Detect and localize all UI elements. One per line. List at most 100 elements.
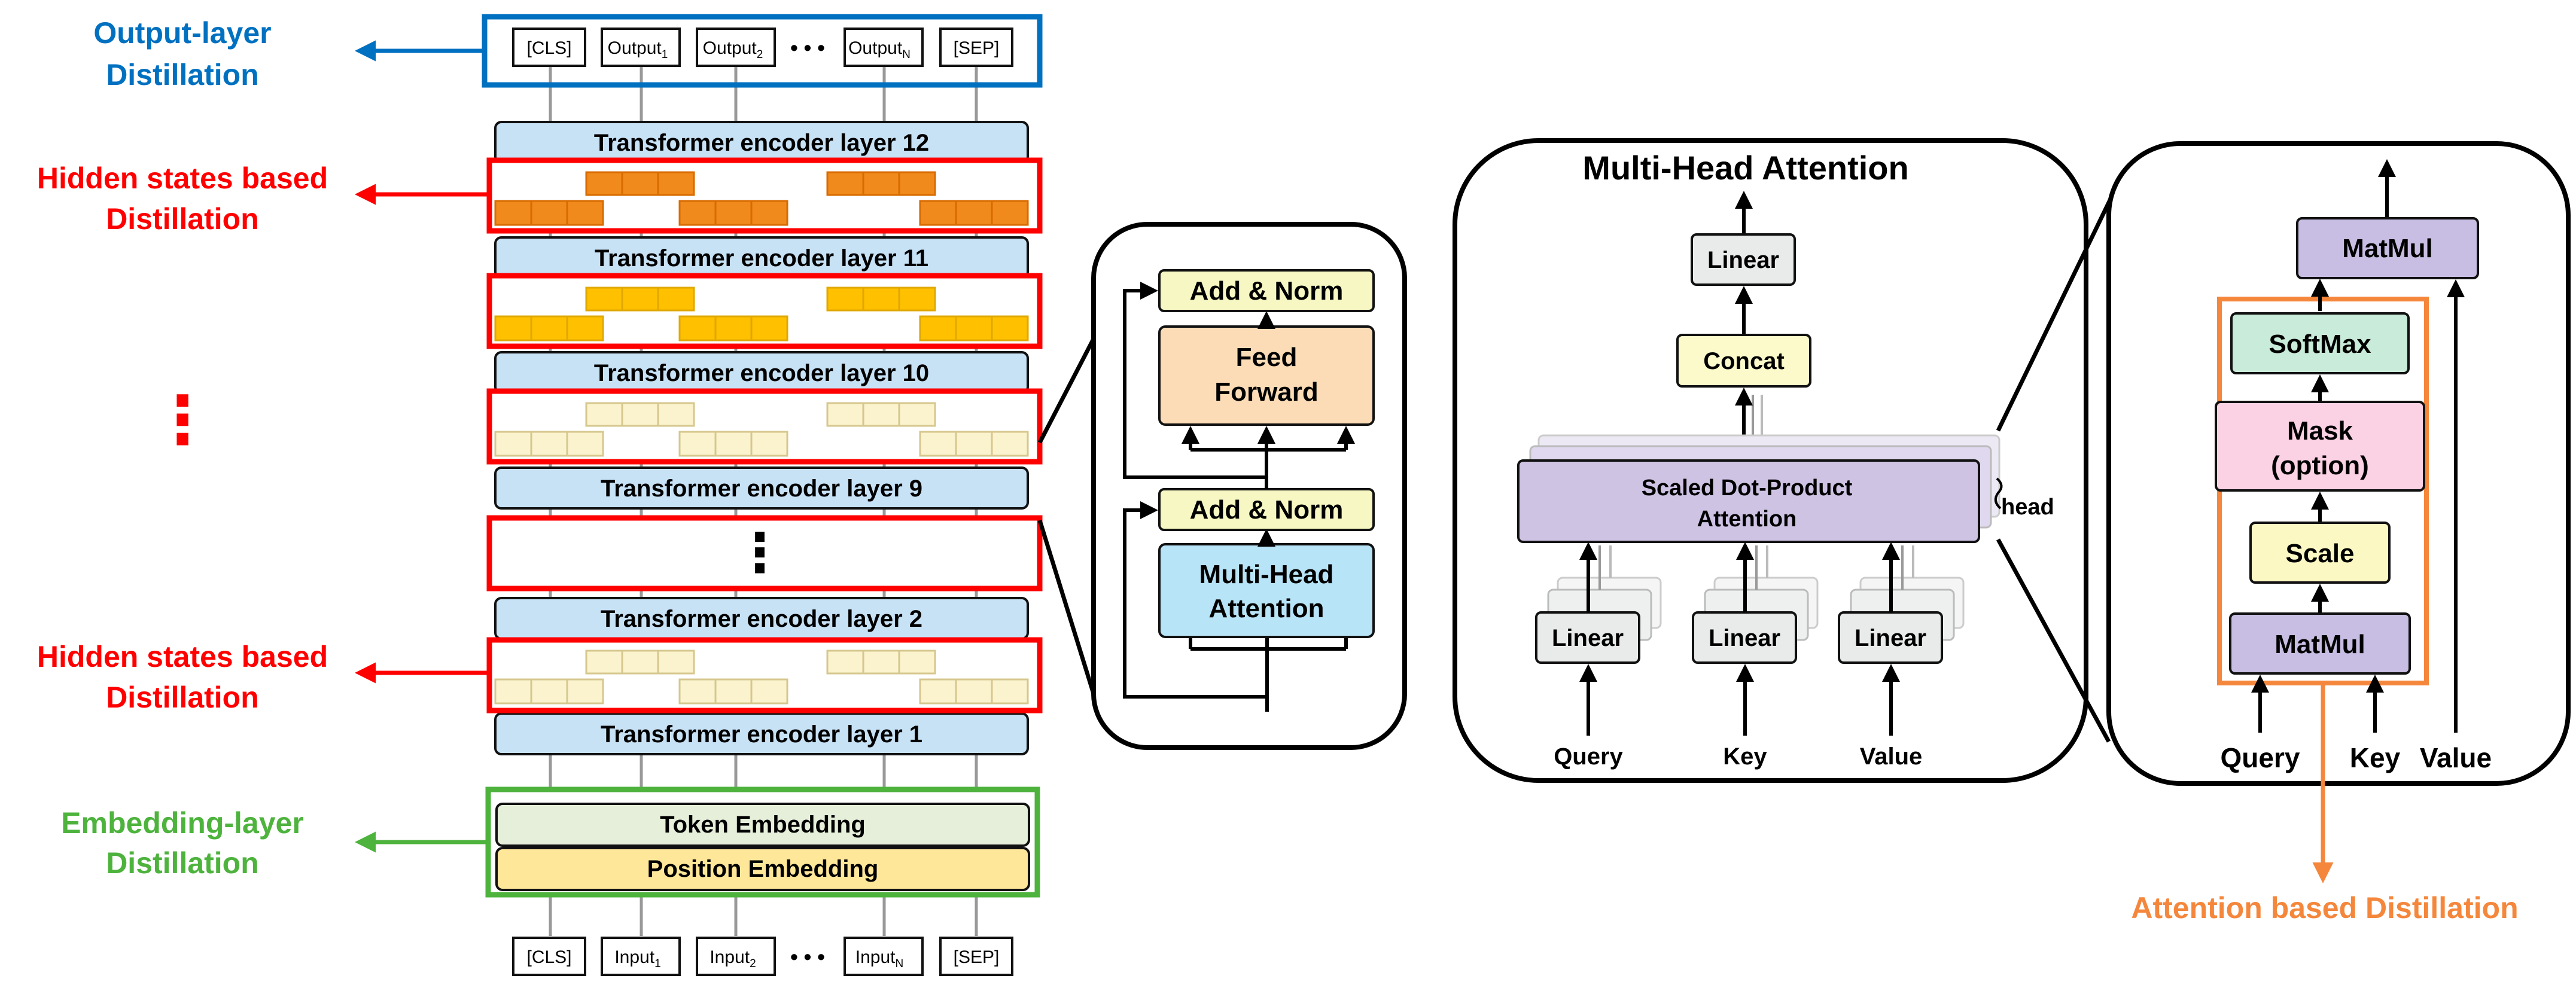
svg-text:Hidden states based: Hidden states based <box>37 161 328 195</box>
mha-input-key: Key <box>1723 743 1767 770</box>
add-norm-upper <box>1158 269 1375 312</box>
encoder-layer-9: Transformer encoder layer 9 <box>494 467 1029 510</box>
svg-text:Linear: Linear <box>1855 625 1926 651</box>
sdpa-input-query: Query <box>2221 742 2300 773</box>
hidden-states-12 <box>486 157 1043 234</box>
input-token-cls-label: [CLS] <box>526 947 571 967</box>
input-token-sep-label: [SEP] <box>954 947 1000 967</box>
output-distillation-label: Output-layer Distillation <box>93 16 482 92</box>
svg-text:Distillation: Distillation <box>106 681 259 714</box>
svg-text:(option): (option) <box>2271 451 2369 480</box>
svg-text:MatMul: MatMul <box>2342 234 2433 263</box>
svg-text:MatMul: MatMul <box>2274 630 2365 659</box>
output-token-ellipsis: • • • <box>790 35 825 60</box>
input-token-2-label: Input2 <box>710 947 756 970</box>
svg-text:Linear: Linear <box>1709 625 1780 651</box>
sdpa-panel: MatMul SoftMax Mask (option) Scale MatMu… <box>2106 141 2571 786</box>
svg-text:Hidden states based: Hidden states based <box>37 640 328 673</box>
embedding-layer: Token Embedding Position Embedding <box>485 786 1040 898</box>
feed-forward-sublayer <box>1158 325 1375 426</box>
mha-linear-query: Linear <box>1535 542 1662 736</box>
svg-text:Transformer encoder layer 11: Transformer encoder layer 11 <box>595 245 928 272</box>
zoom-line-sdpa-bottom <box>1996 538 2111 743</box>
position-embedding <box>495 847 1030 891</box>
mha-panel: Multi-Head Attention Linear Concat Scale… <box>1453 138 2088 783</box>
output-layer-distillation-box <box>482 14 1043 88</box>
hidden-distillation-label-top: Hidden states based Distillation <box>37 161 488 236</box>
mha-output-linear <box>1691 233 1796 286</box>
hidden-states-10 <box>486 388 1043 465</box>
token-embedding <box>495 803 1030 847</box>
svg-text:Distillation: Distillation <box>106 202 259 236</box>
svg-text:Forward: Forward <box>1214 377 1319 407</box>
svg-text:Linear: Linear <box>1552 625 1624 651</box>
svg-text:Embedding-layer: Embedding-layer <box>61 806 304 840</box>
sdpa-input-key: Key <box>2350 742 2401 773</box>
svg-text:Linear: Linear <box>1707 247 1779 273</box>
output-token-2-label: Output2 <box>703 38 763 61</box>
svg-text:Scaled Dot-Product: Scaled Dot-Product <box>1642 475 1853 501</box>
sdpa-input-value: Value <box>2420 742 2492 773</box>
input-token-ellipsis: • • • <box>790 944 825 969</box>
output-token-cls-label: [CLS] <box>526 38 571 58</box>
encoder-block-detail: Multi-Head Attention Add & Norm Feed For… <box>1091 222 1407 750</box>
embedding-distillation-label: Embedding-layer Distillation <box>61 806 486 880</box>
svg-text:Transformer encoder layer 10: Transformer encoder layer 10 <box>594 360 929 386</box>
encoder-layer-2: Transformer encoder layer 2 <box>494 597 1029 640</box>
output-token-sep <box>939 28 1013 67</box>
svg-text:Transformer encoder layer 2: Transformer encoder layer 2 <box>601 606 922 632</box>
zoom-line-encoder-bottom <box>1037 519 1096 695</box>
encoder-layer-12: Transformer encoder layer 12 <box>494 121 1029 164</box>
encoder-layer-11: Transformer encoder layer 11 <box>494 236 1029 279</box>
input-token-row: [CLS] Input1 Input2 • • • InputN [SEP] <box>512 937 1013 976</box>
svg-text:Attention: Attention <box>1208 594 1324 623</box>
input-token-n-label: InputN <box>855 947 903 970</box>
svg-text:Transformer encoder layer 12: Transformer encoder layer 12 <box>594 130 929 156</box>
zoom-line-sdpa-top <box>1996 190 2117 432</box>
hidden-states-2 <box>486 637 1043 714</box>
mha-input-value: Value <box>1860 743 1923 770</box>
mha-linear-key: Linear <box>1692 542 1819 736</box>
svg-text:Multi-Head: Multi-Head <box>1199 560 1334 589</box>
sdpa-matmul-top <box>2296 217 2479 279</box>
encoder-layer-10: Transformer encoder layer 10 <box>494 351 1029 394</box>
mha-panel-title: Multi-Head Attention <box>1582 149 1908 187</box>
sdpa-matmul-bottom <box>2229 612 2411 675</box>
output-token-sep-label: [SEP] <box>954 38 1000 58</box>
hidden-states-middle: ⋮ <box>486 515 1043 592</box>
svg-text:Add & Norm: Add & Norm <box>1190 276 1344 306</box>
output-token-row: [CLS] Output1 Output2 • • • OutputN [SEP… <box>482 14 1043 88</box>
svg-text:Output-layer: Output-layer <box>93 16 271 50</box>
svg-text:Distillation: Distillation <box>106 58 259 92</box>
token-embedding-label: Token Embedding <box>660 812 866 838</box>
sdpa-mask <box>2215 401 2425 492</box>
svg-text:Scale: Scale <box>2286 539 2355 568</box>
svg-text:Attention: Attention <box>1697 507 1797 532</box>
sdpa-softmax <box>2230 312 2410 374</box>
sdpa-scale <box>2249 522 2391 584</box>
svg-text:Mask: Mask <box>2287 416 2353 446</box>
mha-linear-value: Linear <box>1838 542 1965 736</box>
output-token-2 <box>696 28 776 67</box>
output-token-1-label: Output1 <box>608 38 668 61</box>
attention-distillation-label: Attention based Distillation <box>2131 891 2518 925</box>
svg-text:Add & Norm: Add & Norm <box>1190 495 1344 525</box>
hidden-states-11 <box>486 273 1043 349</box>
input-token-1-label: Input1 <box>614 947 660 970</box>
position-embedding-label: Position Embedding <box>647 856 879 882</box>
mha-head-label: head <box>2001 495 2054 520</box>
svg-text:Concat: Concat <box>1703 348 1785 374</box>
svg-text:SoftMax: SoftMax <box>2269 330 2371 359</box>
output-token-1 <box>601 28 681 67</box>
mha-concat <box>1676 334 1811 388</box>
svg-text:Distillation: Distillation <box>106 846 259 880</box>
output-token-cls <box>512 28 586 67</box>
encoder-layer-1: Transformer encoder layer 1 <box>494 712 1029 755</box>
svg-text:Transformer encoder layer 9: Transformer encoder layer 9 <box>601 475 922 502</box>
output-token-n <box>844 28 924 67</box>
hidden-distillation-label-bottom: Hidden states based Distillation <box>37 640 488 714</box>
mha-input-query: Query <box>1554 743 1623 770</box>
svg-text:Feed: Feed <box>1236 343 1298 372</box>
